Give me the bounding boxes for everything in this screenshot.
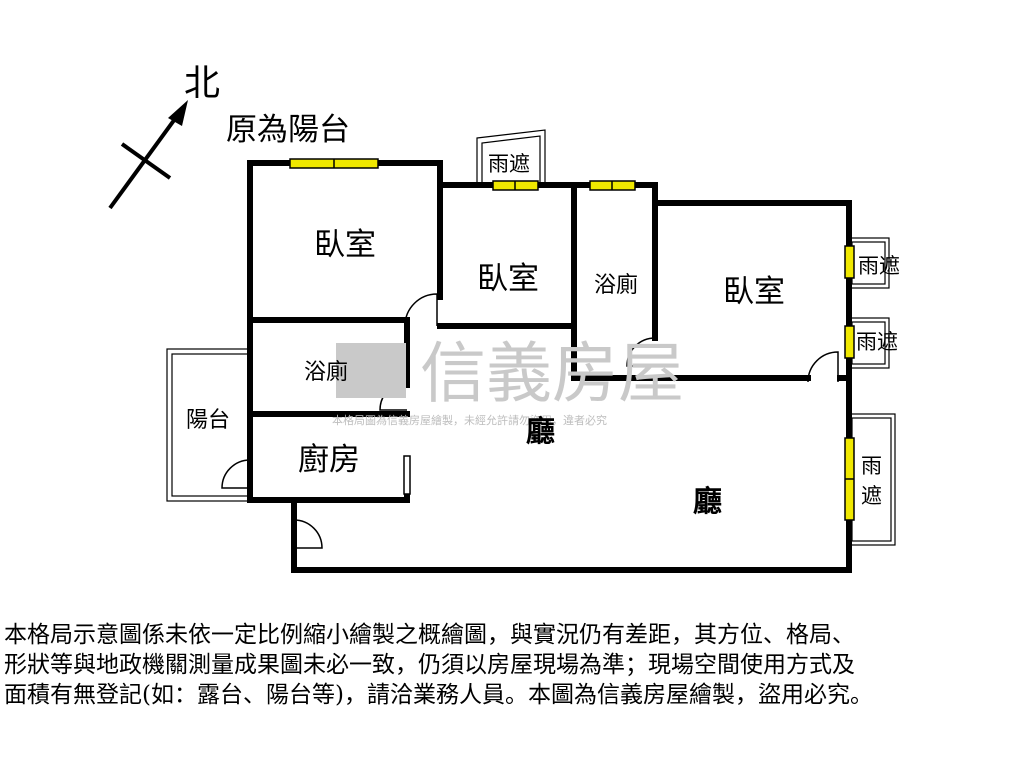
disclaimer-line-2: 形狀等與地政機關測量成果圖未必一致，仍須以房屋現場為準；現場空間使用方式及 [4,652,855,678]
watermark: 信義房屋 本格局圖為信義房屋繪製，未經允許請勿盜用，違者必究 [332,335,684,427]
canopy-right-1-label: 雨遮 [858,254,900,278]
watermark-notice: 本格局圖為信義房屋繪製，未經允許請勿盜用，違者必究 [332,413,607,427]
canopy-right-3-label-bottom: 遮 [861,484,882,508]
canopy-right-3-label-top: 雨 [861,454,882,478]
living-room-2-label: 廳 [693,484,722,518]
bedroom-2-label: 臥室 [477,261,539,297]
north-arrow-icon [108,100,188,210]
canopy-top-label: 雨遮 [488,152,530,176]
disclaimer-line-3: 面積有無登記(如：露台、陽台等)，請洽業務人員。本圖為信義房屋繪製，盜用必究。 [4,682,873,708]
kitchen-label: 廚房 [298,442,360,478]
balcony-label: 陽台 [186,408,230,433]
floor-plan: 北 原為陽台 [108,63,900,573]
bedroom-3-label: 臥室 [723,274,785,310]
former-balcony-note: 原為陽台 [226,112,350,148]
disclaimer-text: 本格局示意圖係未依一定比例縮小繪製之概繪圖，與實況仍有差距，其方位、格局、 形狀… [4,620,1020,710]
disclaimer-line-1: 本格局示意圖係未依一定比例縮小繪製之概繪圖，與實況仍有差距，其方位、格局、 [4,622,855,648]
bedroom-1-label: 臥室 [314,227,376,263]
watermark-brand: 信義房屋 [420,335,684,412]
living-room-1-label: 廳 [526,414,555,448]
bathroom-1-label: 浴廁 [304,360,348,385]
windows [289,158,855,521]
north-label: 北 [184,63,220,104]
canopy-outlines [476,129,896,546]
canopy-right-2-label: 雨遮 [856,330,898,354]
bathroom-2-label: 浴廁 [594,273,638,298]
